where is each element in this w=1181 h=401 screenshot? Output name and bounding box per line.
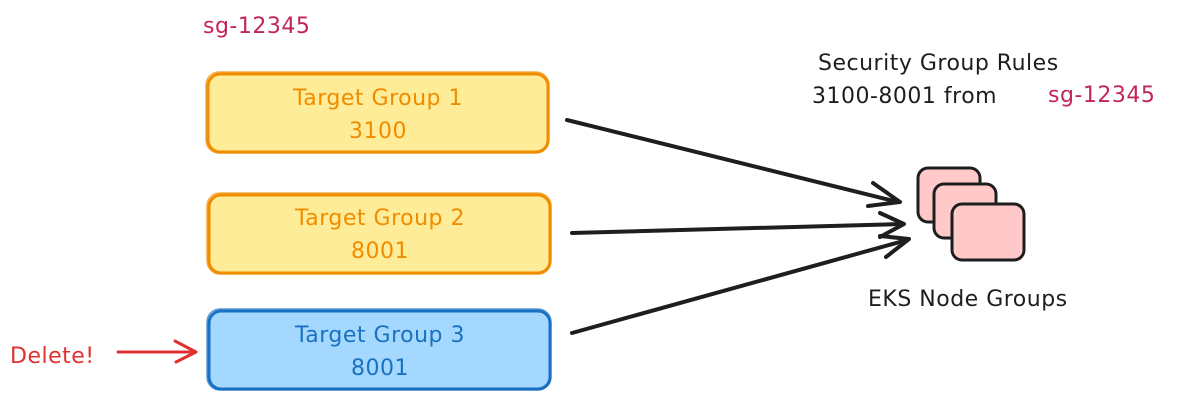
rules-title: Security Group Rules — [818, 51, 1059, 76]
target-group-1-box-sketch — [205, 71, 550, 154]
target-group-2-port: 8001 — [351, 239, 409, 264]
target-group-1-name: Target Group 1 — [292, 86, 463, 111]
delete-arrow — [116, 339, 198, 364]
arrow-tg1-to-nodes — [565, 118, 900, 204]
node-groups-label: EKS Node Groups — [868, 287, 1068, 312]
node-group-front — [950, 202, 1026, 262]
target-group-2: Target Group 2 8001 — [206, 192, 552, 275]
connection-arrows — [565, 118, 911, 335]
target-group-3: Target Group 3 8001 — [206, 308, 552, 391]
target-group-1-port: 3100 — [349, 119, 407, 144]
arrow-tg2-to-nodes — [570, 222, 904, 235]
arrow-tg3-to-nodes — [570, 238, 909, 335]
target-group-3-box-sketch — [206, 308, 552, 391]
arrow-tg2-head — [878, 211, 906, 239]
arrow-tg3-head — [878, 234, 911, 259]
delete-label: Delete! — [10, 344, 95, 369]
rules-source-sg: sg-12345 — [1048, 83, 1155, 108]
eks-node-groups-icon — [916, 166, 1026, 262]
target-group-2-name: Target Group 2 — [294, 206, 465, 231]
target-group-3-box — [207, 309, 552, 391]
target-group-2-box — [207, 193, 552, 275]
arrow-tg1-head — [866, 181, 902, 208]
security-group-label: sg-12345 — [203, 14, 310, 39]
rules-range: 3100-8001 from — [812, 84, 997, 109]
target-group-2-box-sketch — [206, 192, 552, 275]
target-group-3-port: 8001 — [351, 356, 409, 381]
target-group-1: Target Group 1 3100 — [205, 71, 550, 154]
target-group-1-box — [206, 72, 550, 154]
target-group-3-name: Target Group 3 — [294, 323, 465, 348]
